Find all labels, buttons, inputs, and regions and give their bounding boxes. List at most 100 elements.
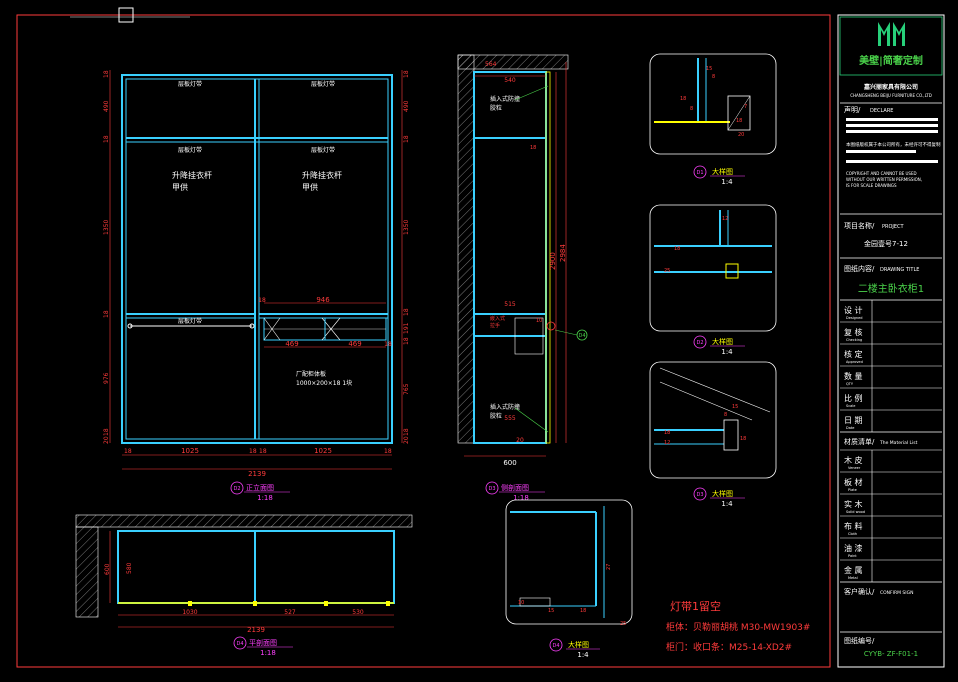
dim-drawer-half-1: 469 (285, 340, 298, 348)
view-d3-scale: 1:4 (721, 500, 733, 508)
dim-front-right-10: 20 (403, 436, 410, 444)
label-body-board-size: 1000×200×18 1块 (296, 379, 352, 387)
mat-en-solid: Solid wood (846, 510, 865, 514)
dim-side-h2: 2984 (559, 244, 567, 262)
row-label-design: 设 计 (844, 305, 863, 315)
detail-d2: 12 18 25 D2 大样图 1:4 (649, 204, 777, 356)
brand-logo-icon (878, 22, 905, 46)
view-d3-num: D3 (696, 492, 703, 498)
row-en-approve: Approved (846, 360, 863, 364)
dim-side-top: 564 (485, 61, 497, 68)
content-label: 图纸内容/ (844, 264, 875, 273)
view-d4-num: D4 (552, 643, 559, 649)
dim-front-right-4: 1350 (403, 220, 410, 235)
dim-d1-c: 18 (680, 96, 686, 102)
dim-plan-mid: 527 (284, 609, 296, 616)
client-label: 客户确认/ (844, 587, 875, 596)
material-label: 材质清单/ (844, 437, 875, 446)
approval-rows: 设 计 Designed 复 核 Checking 核 定 Approved 数… (840, 300, 942, 433)
row-label-date: 日 期 (844, 416, 863, 425)
view-d3-title: 大样图 (712, 489, 733, 498)
row-en-check: Checking (846, 338, 862, 342)
row-label-scale: 比 例 (844, 393, 863, 403)
dim-d1-g: 20 (738, 132, 744, 138)
dim-side-h1: 2900 (549, 252, 557, 270)
dim-front-bottom-1: 18 (124, 448, 132, 455)
mat-label-cloth: 布 料 (844, 521, 863, 531)
detail-d1: 15 8 18 8 7 18 20 D1 大样图 1:4 (649, 53, 777, 186)
label-body-board: 厂配柜体板 (296, 370, 326, 378)
dim-plan-total: 2139 (247, 626, 265, 634)
dim-front-bottom-2: 1025 (181, 447, 199, 455)
dim-front-left-4: 1350 (103, 220, 110, 235)
dim-d3-b: 8 (724, 412, 727, 418)
dim-front-right-8: 765 (403, 383, 410, 395)
statement-en-1: COPYRIGHT AND CANNOT BE USED (846, 171, 917, 176)
material-rows: 木 皮 Veneer 板 材 Plate 实 木 Solid wood 布 料 … (840, 450, 942, 583)
drawing-frame (16, 14, 831, 668)
dim-d3-d: 12 (664, 440, 670, 446)
project-label: 项目名称/ (844, 221, 875, 230)
label-led-strip-5: 层板灯带 (178, 317, 202, 325)
material-label-en: The Material List (879, 440, 918, 446)
dim-d4-e: 10 (518, 600, 524, 606)
dim-drawer-w2: 18 (258, 297, 266, 304)
title-block: 美壁|简奢定制 嘉兴丽家具有限公司 CHANGSHENG BEIJU FURNI… (837, 14, 945, 668)
mat-label-solid: 实 木 (844, 499, 863, 509)
label-supply-1: 甲供 (172, 182, 188, 192)
project-label-en: PROJECT (882, 224, 905, 230)
row-en-qty: QTY (846, 382, 854, 386)
view-d2-num: D2 (696, 340, 703, 346)
dim-front-right-7: 18 (403, 337, 410, 345)
mat-en-metal: Metal (848, 576, 858, 580)
view-d4-scale: 1:4 (577, 651, 589, 659)
dim-front-bottom-5: 1025 (314, 447, 332, 455)
dim-front-right-2: 490 (403, 100, 410, 112)
notes: 灯带1留空 柜体：贝勒丽胡桃 M30-MW1903# 柜门：收口条：M25-14… (666, 599, 810, 653)
view-front-title: 正立面图 (246, 483, 274, 492)
view-d1-scale: 1:4 (721, 178, 733, 186)
dim-side-inner: 540 (504, 77, 516, 84)
dim-d1-e: 7 (744, 104, 747, 110)
label-led-strip-4: 层板灯带 (311, 146, 335, 154)
statement-warning: 本图纸版权属于本公司所有，未经许可不得复制 (846, 141, 941, 148)
dim-side-lower: 555 (504, 415, 516, 422)
drawing-no-label: 图纸编号/ (844, 636, 875, 645)
mat-en-veneer: Veneer (848, 466, 861, 470)
dim-d4-a: 27 (606, 564, 612, 570)
mat-en-paint: Paint (848, 554, 857, 558)
brand-name: 美壁|简奢定制 (859, 54, 923, 67)
view-plan-title: 平剖面图 (249, 638, 277, 647)
dim-d4-c: 18 (580, 608, 586, 614)
row-label-approve: 核 定 (844, 349, 863, 359)
dim-d4-d: 15 (548, 608, 554, 614)
dim-front-left-3: 18 (103, 135, 110, 143)
dim-front-left-1: 18 (103, 70, 110, 78)
dim-plan-inner: 580 (126, 562, 133, 574)
client-label-en: CONFIRM SIGN (880, 590, 913, 596)
label-insert-1b: 胶粒 (490, 104, 502, 112)
label-hinge2: 拉手 (490, 322, 500, 329)
detail-d3: 15 8 18 12 18 D3 大样图 1:4 (649, 361, 777, 508)
detail-d4: 27 25 18 15 10 D4 大样图 1:4 (505, 499, 633, 659)
statement-label-en: DECLARE (870, 108, 893, 114)
view-front-num: D2 (233, 486, 240, 492)
dim-front-left-2: 490 (103, 100, 110, 112)
dim-front-left-6: 976 (103, 372, 110, 384)
label-led-strip-1: 层板灯带 (178, 80, 202, 88)
dim-front-bottom-6: 18 (384, 448, 392, 455)
label-led-strip-3: 层板灯带 (178, 146, 202, 154)
view-d1-num: D1 (696, 170, 703, 176)
dim-side-drawer: 515 (504, 301, 516, 308)
view-d4-title: 大样图 (568, 640, 589, 649)
note-led: 灯带1留空 (670, 599, 721, 613)
content-name: 二楼主卧衣柜1 (858, 282, 924, 295)
company-cn: 嘉兴丽家具有限公司 (863, 83, 918, 91)
view-side-num: D3 (488, 486, 495, 492)
row-en-date: Date (846, 426, 854, 430)
dim-d3-a: 15 (732, 404, 738, 410)
mat-label-metal: 金 属 (844, 565, 863, 575)
label-insert-2b: 胶粒 (490, 412, 502, 420)
dim-side-bottom: 600 (503, 459, 516, 467)
